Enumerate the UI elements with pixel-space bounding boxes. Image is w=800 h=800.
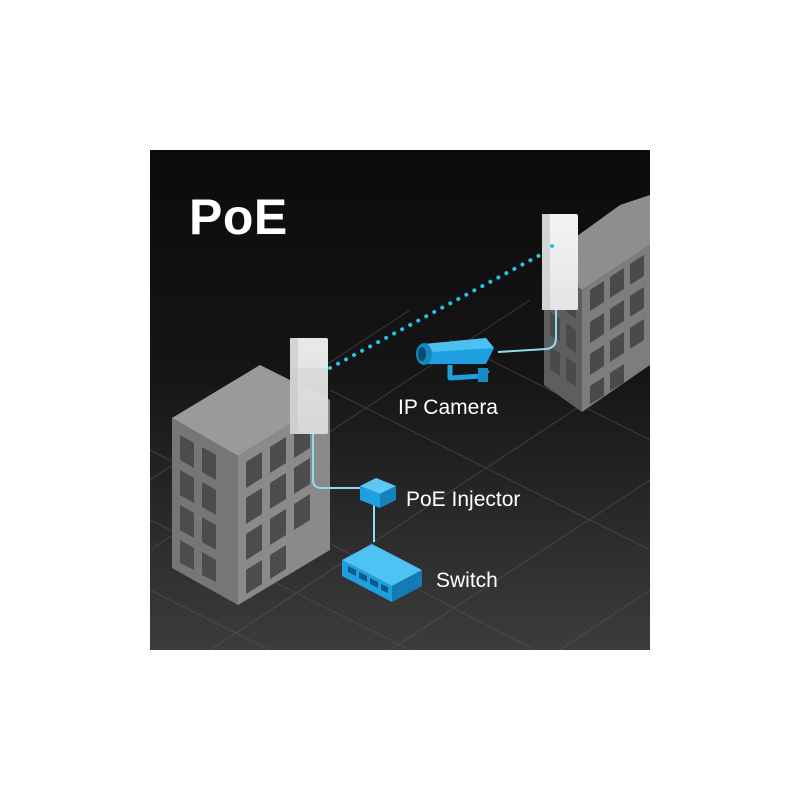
diagram-canvas: [150, 150, 650, 650]
access-point-right: [542, 214, 578, 310]
building-left: [172, 365, 330, 605]
cables: [312, 310, 557, 542]
ip-camera-icon: [416, 338, 494, 382]
switch-label: Switch: [436, 569, 498, 592]
poe-diagram: PoE IP Camera PoE Injector Switch: [150, 150, 650, 650]
wireless-link: [328, 252, 544, 370]
access-point-left: [290, 338, 328, 434]
ip-camera-label: IP Camera: [398, 396, 498, 419]
switch-icon: [342, 544, 422, 602]
poe-injector-label: PoE Injector: [406, 488, 521, 511]
diagram-title: PoE: [189, 189, 288, 245]
poe-injector-icon: [360, 478, 396, 508]
